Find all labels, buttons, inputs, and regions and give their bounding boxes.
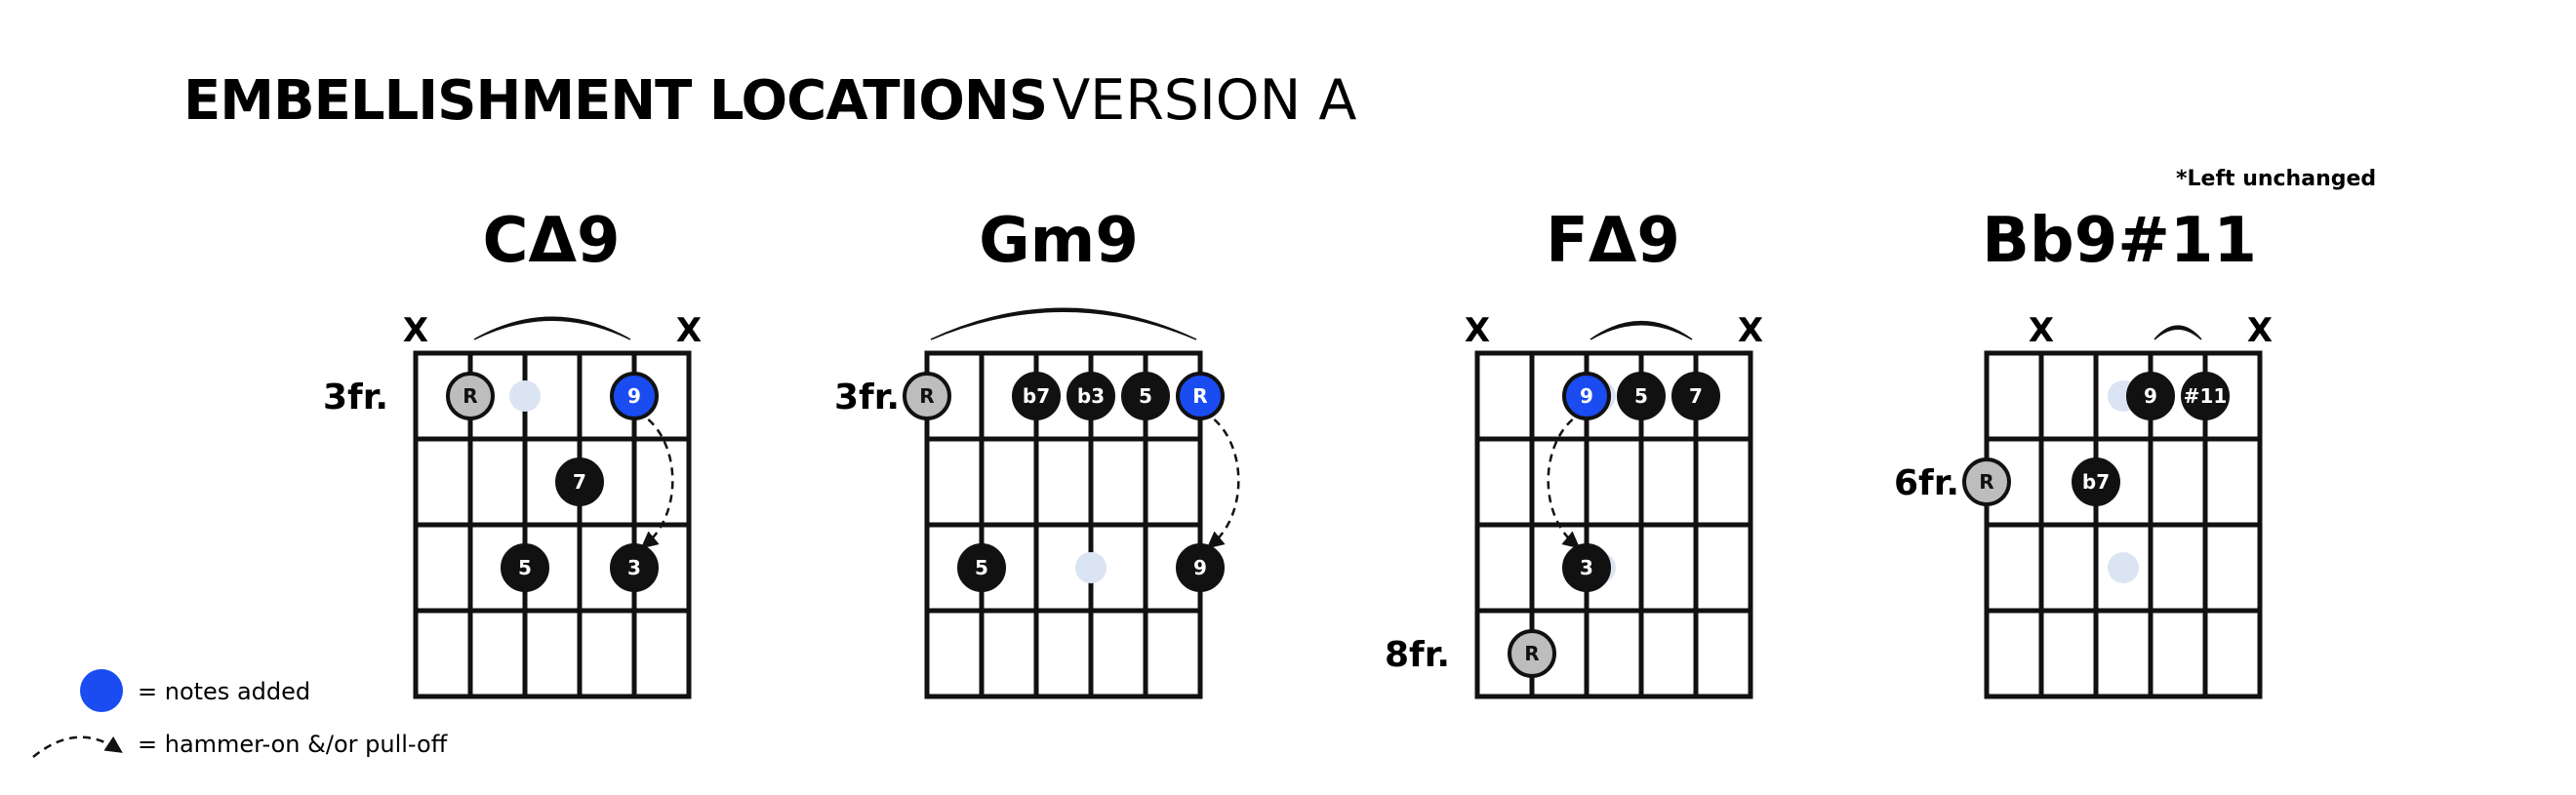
- hammer-on-arrow: [1206, 418, 1240, 549]
- note-dot-root: [446, 372, 495, 420]
- legend-hammer-label: = hammer-on &/or pull-off: [138, 731, 448, 758]
- muted-string-x: X: [403, 311, 428, 350]
- muted-string-x: X: [676, 311, 702, 350]
- note-dot-note: [957, 543, 1006, 592]
- note-label: b7: [1023, 384, 1050, 408]
- fret-position-label: 6fr.: [1894, 463, 1959, 503]
- muted-string-x: X: [1738, 311, 1763, 350]
- note-dot-note: [1562, 543, 1611, 592]
- note-dot-added: [610, 372, 659, 420]
- note-label: 9: [1580, 384, 1593, 408]
- note-label: 3: [1580, 556, 1593, 579]
- ghost-position: [2108, 552, 2139, 583]
- note-label: R: [1979, 470, 1993, 494]
- ghost-position: [1075, 552, 1107, 583]
- note-label: R: [463, 384, 477, 408]
- note-label: 7: [1689, 384, 1703, 408]
- note-dot-note: [1617, 372, 1666, 420]
- legend-added-label: = notes added: [138, 678, 310, 705]
- muted-string-x: X: [1465, 311, 1490, 350]
- note-label: 3: [627, 556, 641, 579]
- ghost-position: [509, 380, 541, 412]
- note-label: R: [1524, 642, 1539, 665]
- chord-name: Bb9#11: [1982, 205, 2257, 277]
- note-dot-root: [1508, 629, 1556, 678]
- legend-added-dot: [80, 669, 123, 712]
- note-label: 5: [975, 556, 988, 579]
- slur-arc: [930, 307, 1197, 340]
- page-title-bold: EMBELLISHMENT LOCATIONS: [183, 69, 1048, 133]
- note-label: 9: [627, 384, 641, 408]
- note-dot-note: [2072, 457, 2120, 506]
- note-label: 5: [1139, 384, 1152, 408]
- note-dot-note: [2181, 372, 2230, 420]
- page-title-light: VERSION A: [1052, 68, 1357, 133]
- note-dot-added: [1176, 372, 1225, 420]
- note-dot-note: [555, 457, 604, 506]
- fret-position-label: 3fr.: [323, 378, 388, 417]
- note-dot-root: [903, 372, 951, 420]
- note-label: b3: [1077, 384, 1105, 408]
- note-label: 9: [2144, 384, 2157, 408]
- legend: = notes added = hammer-on &/or pull-off: [32, 669, 448, 758]
- hammer-on-arrow: [640, 418, 674, 549]
- note-dot-note: [1671, 372, 1720, 420]
- note-dot-note: [2126, 372, 2175, 420]
- fret-position-label: 8fr.: [1385, 635, 1450, 675]
- chord-name: CΔ9: [482, 205, 620, 277]
- note-dot-note: [1012, 372, 1061, 420]
- legend-hammer-arrow: [32, 735, 123, 758]
- note-label: 5: [1634, 384, 1648, 408]
- note-label: #11: [2184, 384, 2228, 408]
- note-label: b7: [2082, 470, 2110, 494]
- note-label: 7: [573, 470, 586, 494]
- fret-position-label: 3fr.: [834, 378, 900, 417]
- note-dot-note: [1121, 372, 1170, 420]
- note-dot-note: [1176, 543, 1225, 592]
- hammer-on-arrow: [1547, 418, 1581, 549]
- note-dot-note: [610, 543, 659, 592]
- muted-string-x: X: [2247, 311, 2273, 350]
- note-label: R: [919, 384, 934, 408]
- note-dot-added: [1562, 372, 1611, 420]
- footnote: *Left unchanged: [2176, 167, 2377, 191]
- note-dot-root: [1962, 457, 2011, 506]
- note-dot-note: [501, 543, 549, 592]
- page-title: EMBELLISHMENT LOCATIONS VERSION A: [183, 73, 1356, 129]
- chord-name: Gm9: [979, 205, 1139, 277]
- note-label: 9: [1193, 556, 1207, 579]
- chord-name: FΔ9: [1546, 205, 1680, 277]
- note-dot-note: [1067, 372, 1115, 420]
- note-label: 5: [518, 556, 532, 579]
- note-label: R: [1192, 384, 1207, 408]
- slur-arc: [473, 316, 631, 340]
- slur-arc: [1590, 321, 1693, 340]
- muted-string-x: X: [2029, 311, 2054, 350]
- slur-arc: [2153, 325, 2202, 340]
